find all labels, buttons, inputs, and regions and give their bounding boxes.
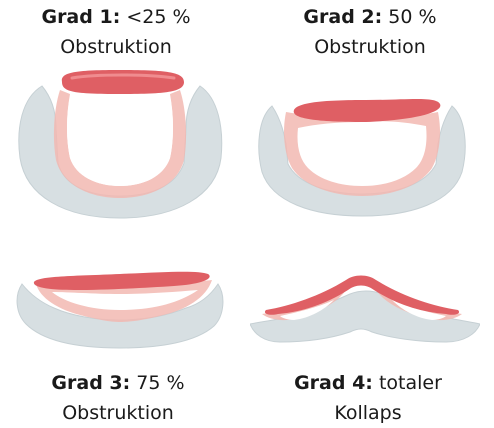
- grade-1-lumen: [67, 91, 173, 186]
- grade-2-illustration: [256, 92, 468, 222]
- grade-3-illustration: [14, 262, 228, 352]
- grade-3-muscle: [33, 271, 210, 290]
- grade-1-illustration: [16, 68, 226, 228]
- grade-3-label: Grad 3: 75 % Obstruktion: [18, 368, 218, 428]
- grade-1-mucosa: [53, 90, 187, 198]
- grade-4-airway: [250, 275, 480, 343]
- grade-1-label: Grad 1: <25 % Obstruktion: [16, 2, 216, 62]
- grade-3-title: Grad 3:: [51, 372, 131, 394]
- grade-4-illustration: [250, 262, 480, 352]
- grade-3-cartilage: [16, 283, 224, 349]
- grade-2-lumen: [297, 121, 427, 186]
- grade-4-value: totaler: [372, 372, 442, 394]
- grade-3-airway: [16, 271, 224, 349]
- grade-4-lumen-right: [392, 300, 446, 320]
- grade-4-muscle: [264, 275, 460, 315]
- grade-3-line2: Obstruktion: [62, 402, 174, 424]
- grade-2-muscle: [293, 99, 441, 122]
- grade-4-label: Grad 4: totaler Kollaps: [268, 368, 468, 428]
- grade-4-line2: Kollaps: [334, 402, 402, 424]
- grade-2-cartilage: [258, 105, 466, 217]
- grade-2-airway: [258, 99, 466, 217]
- grade-1-title: Grad 1:: [41, 6, 121, 28]
- grade-2-line1: Grad 2: 50 %: [270, 2, 470, 32]
- grade-3-lumen: [52, 290, 198, 310]
- grade-3-line1: Grad 3: 75 %: [18, 368, 218, 398]
- grade-1-value: <25 %: [120, 6, 191, 28]
- grade-1-line2: Obstruktion: [60, 36, 172, 58]
- grade-4-lumen-left: [280, 300, 334, 320]
- grade-1-muscle-highlight: [70, 73, 176, 80]
- grade-1-airway: [18, 70, 223, 219]
- grade-2-line2: Obstruktion: [314, 36, 426, 58]
- grade-1-line1: Grad 1: <25 %: [16, 2, 216, 32]
- grade-2-label: Grad 2: 50 % Obstruktion: [270, 2, 470, 62]
- grade-3-value: 75 %: [130, 372, 185, 394]
- grade-4-line1: Grad 4: totaler: [268, 368, 468, 398]
- grade-2-title: Grad 2:: [303, 6, 383, 28]
- grade-2-value: 50 %: [382, 6, 437, 28]
- grade-4-title: Grad 4:: [294, 372, 373, 394]
